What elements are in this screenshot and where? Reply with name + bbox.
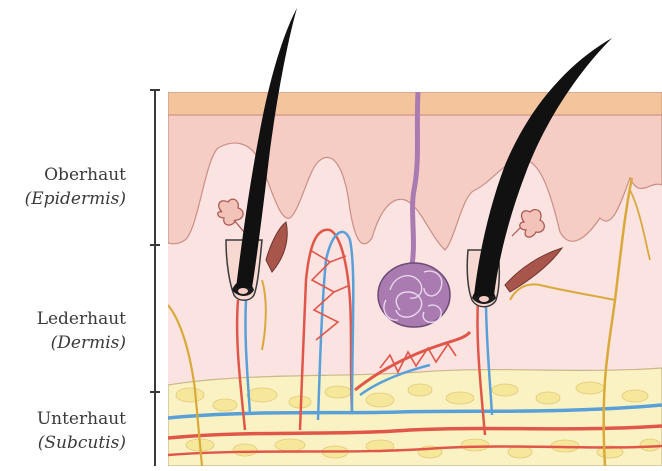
epidermis-name: Oberhaut xyxy=(25,163,126,187)
subcutis-latin-name: (Subcutis) xyxy=(37,431,126,455)
layer-scale-bar xyxy=(150,90,160,466)
dermis-latin-name: (Dermis) xyxy=(37,331,126,355)
dermis-name: Lederhaut xyxy=(37,307,126,331)
layer-label-dermis: Lederhaut (Dermis) xyxy=(37,307,126,355)
subcutis-name: Unterhaut xyxy=(37,407,126,431)
layer-label-epidermis: Oberhaut (Epidermis) xyxy=(25,163,126,211)
epidermis-latin-name: (Epidermis) xyxy=(25,187,126,211)
layer-label-subcutis: Unterhaut (Subcutis) xyxy=(37,407,126,455)
sweat-gland-coil xyxy=(378,263,450,327)
